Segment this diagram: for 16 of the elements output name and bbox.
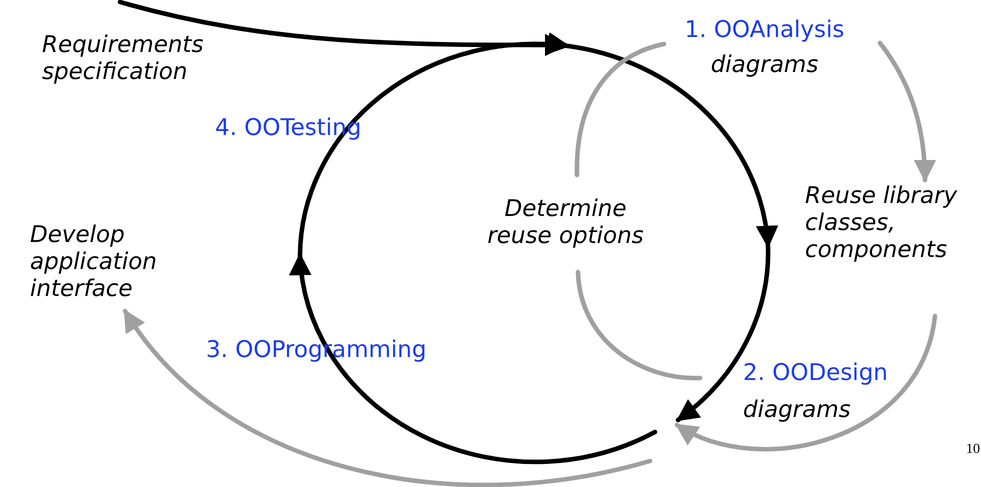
- activity-text: Develop application interface: [30, 222, 158, 303]
- phase-label: 2. OODesign: [743, 360, 888, 387]
- activity-text: diagrams: [743, 397, 851, 424]
- arrow: [122, 308, 652, 487]
- activity-text: diagrams: [710, 52, 818, 79]
- arrow: [878, 40, 936, 182]
- arrow: [289, 32, 778, 464]
- arrow: [674, 314, 938, 451]
- connector-line: [574, 42, 666, 178]
- activity-text: Reuse library classes, components: [805, 183, 958, 264]
- phase-label: 1. OOAnalysis: [684, 17, 844, 44]
- activity-text: Determine reuse options: [486, 196, 645, 250]
- connector-line: [576, 270, 702, 380]
- arrow: [118, 0, 568, 56]
- activity-text: Requirements specification: [42, 32, 204, 86]
- page-number: 10: [966, 442, 980, 458]
